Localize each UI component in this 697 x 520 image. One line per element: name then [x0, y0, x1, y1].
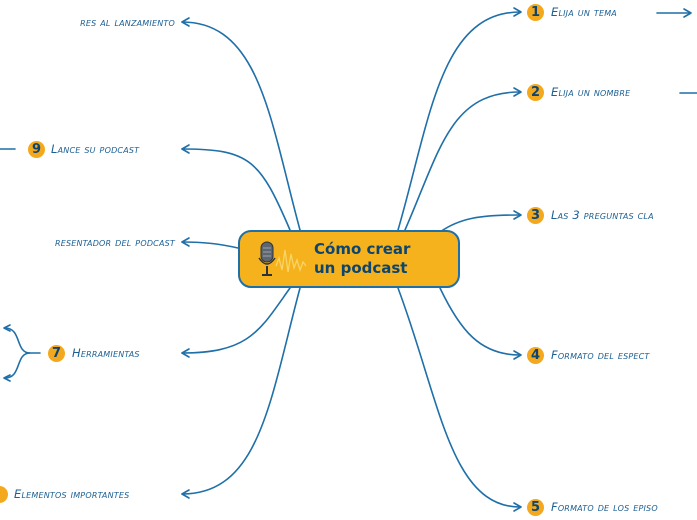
arrowhead-left-3 — [181, 237, 190, 247]
topic-number-badge-1: 1 — [527, 4, 544, 21]
topic-las-3-preguntas[interactable]: Las 3 preguntas cla — [551, 208, 654, 222]
topic-number-badge-4: 4 — [527, 347, 544, 364]
branch-line-5 — [397, 287, 521, 508]
branch-line-1 — [397, 11, 521, 231]
continuation-arrowhead-7b — [3, 374, 11, 382]
topic-number-badge-7: 7 — [48, 345, 65, 362]
central-title-line-1: Cómo crear — [314, 240, 411, 258]
topic-elementos-importantes[interactable]: Elementos importantes — [14, 487, 130, 501]
central-topic-title: Cómo crear un podcast — [314, 240, 454, 278]
branch-line-2 — [404, 91, 521, 231]
arrowhead-left-4 — [181, 348, 190, 358]
branch-line-left-3 — [181, 241, 239, 249]
microphone-icon — [258, 241, 307, 276]
topic-herramientas[interactable]: Herramientas — [72, 346, 140, 360]
topic-lanzamiento[interactable]: res al lanzamiento — [80, 15, 175, 29]
arrowhead-1 — [513, 7, 522, 17]
central-title-line-2: un podcast — [314, 259, 408, 277]
arrowhead-3 — [513, 210, 522, 220]
topic-number-badge-5: 5 — [527, 499, 544, 516]
arrowhead-5 — [513, 502, 522, 512]
topic-elija-un-tema[interactable]: Elija un tema — [551, 5, 617, 19]
arrowhead-left-2 — [181, 144, 190, 154]
topic-number-badge-9: 9 — [28, 141, 45, 158]
continuation-arrowhead-7a — [3, 324, 11, 332]
topic-number-badge-2: 2 — [527, 84, 544, 101]
branch-line-left-1 — [181, 21, 301, 231]
topic-number-badge-partial — [0, 486, 8, 503]
topic-lance-su-podcast[interactable]: Lance su podcast — [51, 142, 140, 156]
continuation-arrowhead-1 — [683, 8, 692, 18]
arrowhead-2 — [513, 87, 522, 97]
arrowhead-left-5 — [181, 489, 190, 499]
branch-line-left-5 — [181, 287, 301, 495]
arrowhead-4 — [513, 350, 522, 360]
branch-line-3 — [439, 214, 521, 233]
topic-number-badge-3: 3 — [527, 207, 544, 224]
topic-presentador[interactable]: resentador del podcast — [54, 235, 175, 249]
topic-formato-espectaculo[interactable]: Formato del espect — [551, 348, 650, 362]
central-topic[interactable]: Cómo crear un podcast — [238, 230, 460, 288]
branch-line-left-2 — [181, 148, 291, 231]
continuation-line-7b — [4, 352, 31, 379]
topic-elija-un-nombre[interactable]: Elija un nombre — [551, 85, 631, 99]
branch-line-left-4 — [181, 287, 291, 354]
topic-formato-episodios[interactable]: Formato de los episo — [551, 500, 658, 514]
arrowhead-left-1 — [181, 17, 190, 27]
branch-line-4 — [439, 287, 521, 356]
